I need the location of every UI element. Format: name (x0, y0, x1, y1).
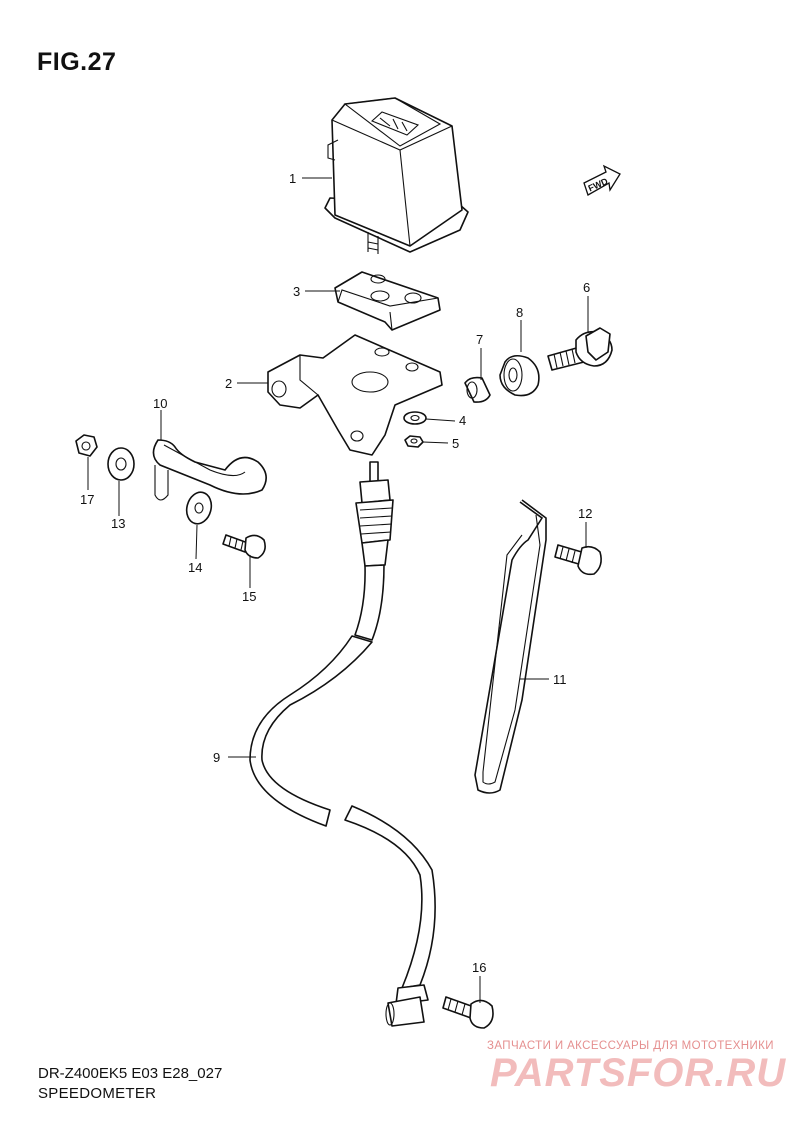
part-8-grommet (499, 354, 540, 397)
part-15-screw (222, 534, 266, 559)
part-16-screw (442, 996, 494, 1029)
callout-3: 3 (293, 284, 300, 299)
callout-14: 14 (188, 560, 202, 575)
part-6-flange-bolt (547, 327, 613, 371)
callout-2: 2 (225, 376, 232, 391)
model-code: DR-Z400EK5 E03 E28_027 (38, 1065, 223, 1082)
watermark-brand: PARTSFOR.RU (490, 1051, 787, 1095)
part-5-nut (404, 435, 424, 448)
section-name: SPEEDOMETER (38, 1085, 157, 1102)
callout-4: 4 (459, 413, 466, 428)
part-9-speedometer-cable (249, 461, 436, 1027)
callout-9: 9 (213, 750, 220, 765)
callout-8: 8 (516, 305, 523, 320)
part-7-collar (464, 376, 491, 403)
leader-lines (87, 177, 589, 1003)
callout-labels: 1 2 3 4 5 6 7 8 9 10 11 12 13 14 15 16 1… (80, 171, 592, 975)
callout-1: 1 (289, 171, 296, 186)
part-17-nut (75, 434, 98, 457)
fwd-arrow-icon: FWD (583, 164, 621, 196)
fwd-label: FWD (587, 176, 610, 194)
part-3-cushion-plate (334, 271, 441, 331)
part-11-wire-guide (474, 499, 547, 794)
callout-11: 11 (553, 672, 567, 687)
part-14-washer (185, 491, 213, 525)
part-13-washer (107, 447, 135, 481)
callout-17: 17 (80, 492, 94, 507)
callout-12: 12 (578, 506, 592, 521)
callout-7: 7 (476, 332, 483, 347)
callout-5: 5 (452, 436, 459, 451)
callout-13: 13 (111, 516, 125, 531)
part-12-bolt (554, 544, 602, 576)
part-10-wire-clamp (152, 439, 267, 501)
watermark-tagline: ЗАПЧАСТИ И АКСЕССУАРЫ ДЛЯ МОТОТЕХНИКИ (487, 1040, 774, 1052)
callout-10: 10 (153, 396, 167, 411)
part-2-bracket (267, 334, 443, 456)
callout-16: 16 (472, 960, 486, 975)
callout-6: 6 (583, 280, 590, 295)
figure-title: FIG.27 (37, 48, 117, 76)
part-4-washer (403, 411, 427, 425)
callout-15: 15 (242, 589, 256, 604)
part-1-speedometer-meter (324, 97, 469, 254)
